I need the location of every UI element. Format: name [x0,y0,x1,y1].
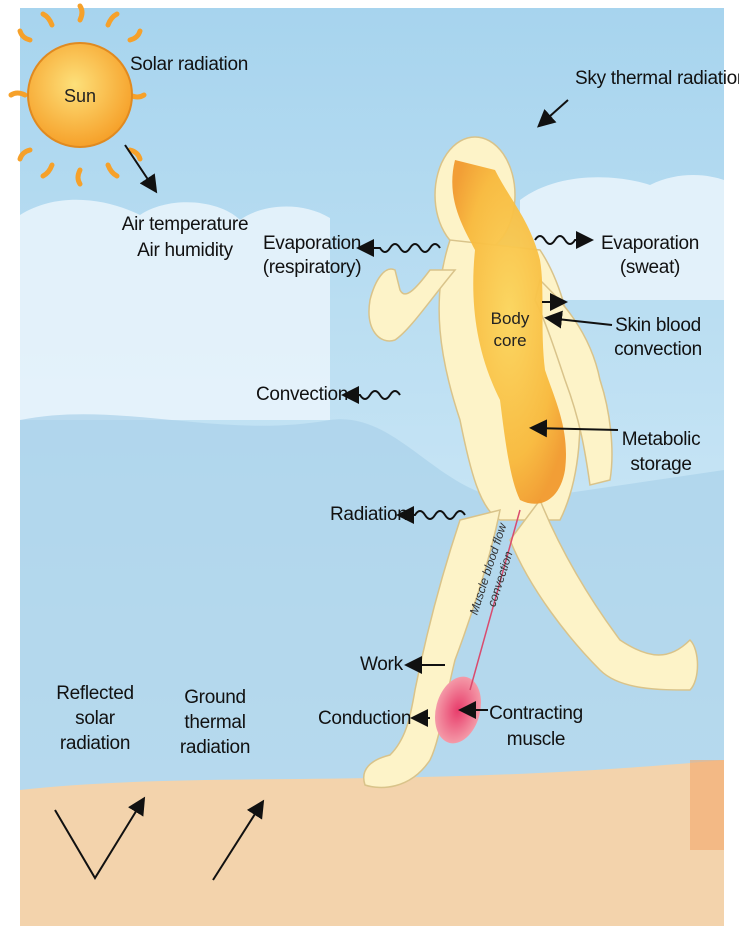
air-temperature-label: Air temperature [120,213,250,236]
body-core-label-1: Body [480,308,540,329]
reflected-label-2: solar [50,707,140,730]
skin-blood-label-1: Skin blood [608,314,708,337]
conduction-label: Conduction [318,707,411,730]
ground-label-1: Ground [170,686,260,709]
radiation-label: Radiation [330,503,408,526]
evap-resp-label-1: Evaporation [262,232,362,255]
ground-label-2: thermal [170,711,260,734]
ground-label-3: radiation [170,736,260,759]
sky-thermal-label: Sky thermal radiation [575,67,739,90]
reflected-label-3: radiation [50,732,140,755]
reflected-label-1: Reflected [50,682,140,705]
convection-label: Convection [256,383,348,406]
skin-blood-label-2: convection [608,338,708,361]
evap-resp-label-2: (respiratory) [262,256,362,279]
contracting-label-1: Contracting [486,702,586,725]
contracting-label-2: muscle [486,728,586,751]
evap-sweat-label-2: (sweat) [596,256,704,279]
ground-glow [690,760,724,850]
body-core-label-2: core [480,330,540,351]
sun-label: Sun [64,86,96,107]
metabolic-label-1: Metabolic [616,428,706,451]
evap-sweat-label-1: Evaporation [596,232,704,255]
solar-radiation-label: Solar radiation [130,53,248,76]
metabolic-label-2: storage [616,453,706,476]
air-humidity-label: Air humidity [120,239,250,262]
work-label: Work [360,653,403,676]
